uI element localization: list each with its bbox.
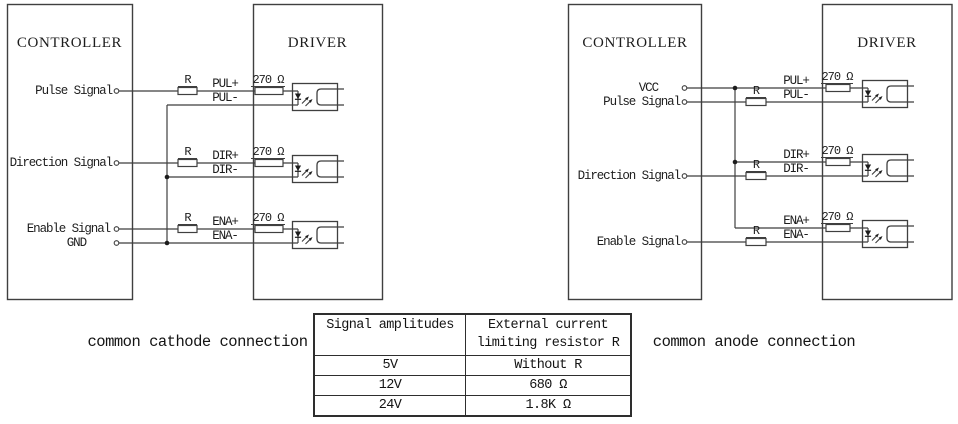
resistor-label-r: R [178,74,197,87]
optocoupler-icon [861,79,915,109]
cathode-controller-title: CONTROLLER [16,35,123,51]
cathode-controller-box [6,3,134,301]
anode-driver-title: DRIVER [857,35,917,51]
anode-caption: common anode connection [652,333,856,351]
resistor-label-r: R [178,146,197,159]
resistor-label-270ohm: 270 Ω [821,144,854,158]
junction-dots [164,85,738,246]
terminal-label-direction-signal: Direction Signal [9,156,114,170]
pin-label-ena-minus: ENA- [783,228,810,242]
table-row: 12V 680 Ω [313,375,632,396]
resistor-label-r: R [746,225,766,238]
terminal-circles [113,85,688,246]
cathode-limit-resistors [254,86,284,234]
cathode-caption: common cathode connection [87,333,308,351]
pin-label-ena-plus: ENA+ [783,214,810,228]
optocoupler-icon [291,220,345,250]
resistor-label-270ohm: 270 Ω [251,145,285,159]
optocoupler-icon [291,154,345,184]
wiring-linework [6,3,953,301]
resistor-label-r: R [746,85,766,98]
anode-series-resistors [745,97,767,247]
cathode-driver-box [252,3,384,301]
terminal-label-direction-signal: Direction Signal [577,169,682,183]
pin-label-dir-minus: DIR- [783,162,810,176]
amplitude-cell: 5V [313,355,466,376]
pin-label-pul-plus: PUL+ [783,74,810,88]
resistor-label-270ohm: 270 Ω [251,211,285,225]
resistor-label-r: R [746,159,766,172]
optocoupler-icon [861,219,915,249]
anode-controller-box [567,3,703,301]
terminal-label-vcc: VCC [638,81,659,95]
anode-wires [687,87,862,243]
resistor-cell: 680 Ω [465,375,632,396]
terminal-label-enable-signal: Enable Signal [26,222,111,236]
anode-driver-box [821,3,953,301]
terminal-label-gnd: GND [66,236,87,250]
anode-controller-title: CONTROLLER [582,35,688,51]
cathode-driver-title: DRIVER [287,35,348,51]
cathode-wires [119,90,292,244]
pin-label-dir-plus: DIR+ [783,148,810,162]
resistor-label-270ohm: 270 Ω [821,70,854,84]
pin-label-ena-plus: ENA+ [212,215,239,229]
table-header-row: Signal amplitudes External current limit… [313,313,632,356]
pin-label-ena-minus: ENA- [212,229,239,243]
resistor-cell: 1.8K Ω [465,395,632,417]
header-line-2: limiting resistor R [476,336,620,351]
table-row: 5V Without R [313,355,632,376]
table-row: 24V 1.8K Ω [313,395,632,417]
resistor-selection-table: Signal amplitudes External current limit… [313,313,632,417]
terminal-label-enable-signal: Enable Signal [596,235,681,249]
amplitude-cell: 12V [313,375,466,396]
header-signal-amplitudes: Signal amplitudes [313,313,466,356]
header-external-resistor: External current limiting resistor R [465,313,632,356]
pin-label-dir-minus: DIR- [212,163,239,177]
anode-limit-resistors [825,83,851,233]
amplitude-cell: 24V [313,395,466,417]
optocoupler-icon [291,82,345,112]
resistor-cell: Without R [465,355,632,376]
resistor-label-r: R [178,212,197,225]
header-line-1: External current [487,318,609,333]
terminal-label-pulse-signal: Pulse Signal [603,95,681,109]
terminal-label-pulse-signal: Pulse Signal [35,84,113,98]
optocoupler-icon [861,153,915,183]
resistor-label-270ohm: 270 Ω [821,210,854,224]
pin-label-pul-minus: PUL- [783,88,810,102]
pin-label-pul-plus: PUL+ [212,77,239,91]
cathode-series-resistors [177,86,198,234]
resistor-label-270ohm: 270 Ω [251,73,285,87]
pin-label-dir-plus: DIR+ [212,149,239,163]
pin-label-pul-minus: PUL- [212,91,239,105]
